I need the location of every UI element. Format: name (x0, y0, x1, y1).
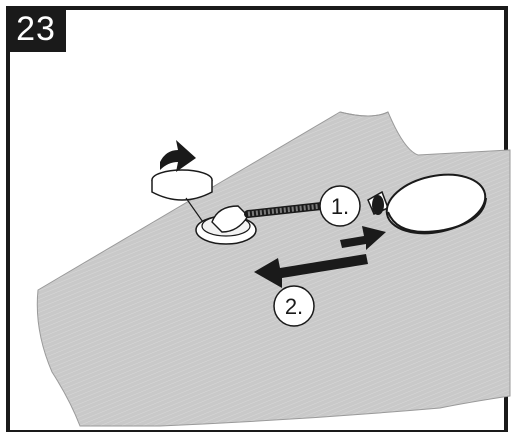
rotate-arrow-icon (151, 140, 213, 201)
shower-head (367, 173, 487, 235)
callout-step-two: 2. (273, 285, 315, 327)
left-arrow-icon (254, 254, 368, 288)
callout-step-one: 1. (319, 185, 361, 227)
step-number-badge: 23 (6, 6, 66, 52)
callout-step-two-label: 2. (285, 294, 303, 319)
wall-bracket (195, 205, 257, 245)
right-arrow-icon (340, 226, 386, 250)
callout-step-one-label: 1. (331, 194, 349, 219)
